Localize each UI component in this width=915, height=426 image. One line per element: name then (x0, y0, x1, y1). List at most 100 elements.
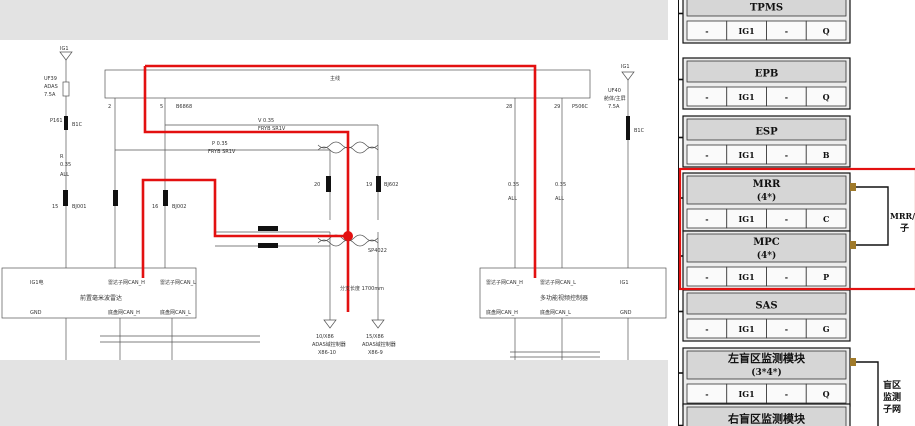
label-blind-subnet-2: 子网 (883, 404, 901, 415)
module-cell: IG1 (739, 214, 755, 224)
label-adas-left-name: ADAS域控制器 (312, 341, 346, 348)
label-sp4022: SP4022 (368, 248, 387, 254)
module-name: TPMS (750, 3, 783, 14)
label-wire-frys: FRYB SR1V (258, 126, 286, 132)
label-left-gnd: GND (30, 310, 42, 316)
module-cell: - (785, 214, 788, 224)
topology-module-2: ESP-IG1-B (678, 115, 851, 168)
module-cell: - (705, 92, 708, 102)
label-wire-r: R (60, 154, 64, 160)
module-sub: (4*) (757, 192, 777, 203)
module-cell: IG1 (739, 26, 755, 36)
label-fuse-right-rating: 7.5A (608, 104, 620, 110)
label-mrr-subnet: MRR/ (890, 211, 915, 221)
module-cell: - (705, 324, 708, 334)
wiring-sheet (0, 40, 668, 360)
network-topology-panel: TPMS - IG1 - Q EPB - IG1 - Q ESP - IG1 - B MRR (4*) - IG1 -… (678, 0, 915, 426)
module-name: 左盲区监测模块 (727, 351, 806, 365)
label-left-can-l: 雷达子网CAN_L (160, 279, 196, 286)
label-shield-note: 分支长度 1700mm (340, 285, 384, 292)
label-wire-p: P 0.35 (212, 141, 228, 147)
label-pin-29: 29 (554, 104, 560, 110)
module-cell: - (785, 389, 788, 399)
label-mrr-subnet-2: 子 (900, 223, 909, 234)
label-right-can-h: 雷达子网CAN_H (486, 279, 523, 286)
module-cell: G (823, 324, 830, 334)
label-b1c-right: B1C (634, 128, 645, 134)
module-name: EPB (755, 69, 779, 80)
label-blind-subnet-0: 盲区 (883, 379, 901, 391)
label-adas-left-code: X86-10 (318, 350, 336, 356)
wiring-schematic: IG1 UF39 ADAS 7.5A P161 B1C 主线 2 5 B6868… (1, 46, 667, 360)
label-b6868: B6868 (176, 104, 192, 110)
label-radar-module: 前置毫米波雷达 (80, 294, 122, 302)
topology-module-0: TPMS - IG1 - Q (678, 0, 851, 44)
module-cell: - (705, 389, 708, 399)
module-cell: IG1 (739, 389, 755, 399)
label-wire-v: V 0.35 (258, 118, 274, 124)
label-adas-left-pin: 10/X86 (316, 334, 334, 340)
label-conn-15: 15 (52, 204, 58, 210)
module-cell: IG1 (739, 150, 755, 160)
module-cell: IG1 (739, 272, 755, 282)
module-name: ESP (755, 127, 778, 138)
label-wire-035-r: 0.35 (508, 182, 519, 188)
label-left-can-h: 雷达子网CAN_H (108, 279, 145, 286)
module-cell: B (823, 150, 830, 160)
topology-diagram: TPMS - IG1 - Q EPB - IG1 - Q ESP - IG1 - B MRR (4*) - IG1 -… (678, 0, 915, 426)
junction-dot (343, 231, 353, 241)
label-adas-right-pin: 15/X86 (366, 334, 384, 340)
module-cell: P (823, 272, 829, 282)
label-wire-035: 0.35 (60, 162, 71, 168)
main-wire-box (104, 69, 591, 99)
label-conn-19: 19 (366, 182, 372, 188)
module-cell: - (705, 26, 708, 36)
wiring-diagram-panel: IG1 UF39 ADAS 7.5A P161 B1C 主线 2 5 B6868… (0, 0, 668, 426)
label-right-can-l: 雷达子网CAN_L (540, 279, 576, 286)
label-wire-all-r: ALL (508, 196, 517, 202)
label-p161: P161 (50, 118, 63, 124)
module-cell: - (785, 26, 788, 36)
module-cell: - (705, 150, 708, 160)
module-cell: - (785, 272, 788, 282)
topology-module-1: EPB - IG1 - Q (678, 57, 851, 110)
module-name: SAS (755, 301, 777, 312)
label-video-controller: 多功能视频控制器 (540, 294, 588, 302)
module-cell: IG1 (739, 324, 755, 334)
label-bj602: BJ602 (384, 182, 398, 188)
topology-module-5: SAS-IG1-G (678, 289, 851, 342)
module-cell: IG1 (739, 92, 755, 102)
label-left-body-can-l: 底盘网CAN_L (160, 309, 191, 316)
label-b1c-left: B1C (72, 122, 83, 128)
label-blind-subnet-1: 监测 (883, 391, 901, 403)
label-right-body-can-h: 底盘网CAN_H (486, 309, 518, 316)
label-wire-035-r2: 0.35 (555, 182, 566, 188)
label-p506c: P506C (572, 104, 589, 110)
label-bj001: BJ001 (72, 204, 86, 210)
highlighted-can-path (141, 64, 537, 312)
label-ig1-top: IG1 (60, 46, 69, 52)
module-cell: Q (823, 92, 830, 102)
label-left-ign: IG1电 (30, 279, 44, 286)
port-mpc (850, 241, 856, 249)
module-cell: Q (823, 26, 830, 36)
module-cell: C (823, 214, 829, 224)
port-blind (850, 358, 856, 366)
label-pin-2: 2 (108, 104, 111, 110)
highlight-mrr-mpc (678, 167, 915, 291)
module-sub: (3*4*) (751, 367, 781, 378)
module-name: MRR (753, 179, 781, 190)
topology-module-4: MPC(4*)-IG1-P (678, 230, 851, 290)
video-controller-box (479, 267, 667, 319)
topology-module-7: 右盲区监测模块 (678, 403, 851, 426)
topology-module-3: MRR(4*)-IG1-C (678, 172, 851, 232)
label-adas-right-code: X86-9 (368, 350, 383, 356)
radar-module-box (1, 267, 197, 319)
module-name: 右盲区监测模块 (727, 412, 806, 426)
label-left-body-can-h: 底盘网CAN_H (108, 309, 140, 316)
label-pin-28: 28 (506, 104, 512, 110)
label-fuse-left-name: ADAS (44, 84, 58, 90)
label-right-body-can-l: 底盘网CAN_L (540, 309, 571, 316)
label-fuse-right-code: UF40 (608, 88, 621, 94)
module-cell: - (785, 92, 788, 102)
